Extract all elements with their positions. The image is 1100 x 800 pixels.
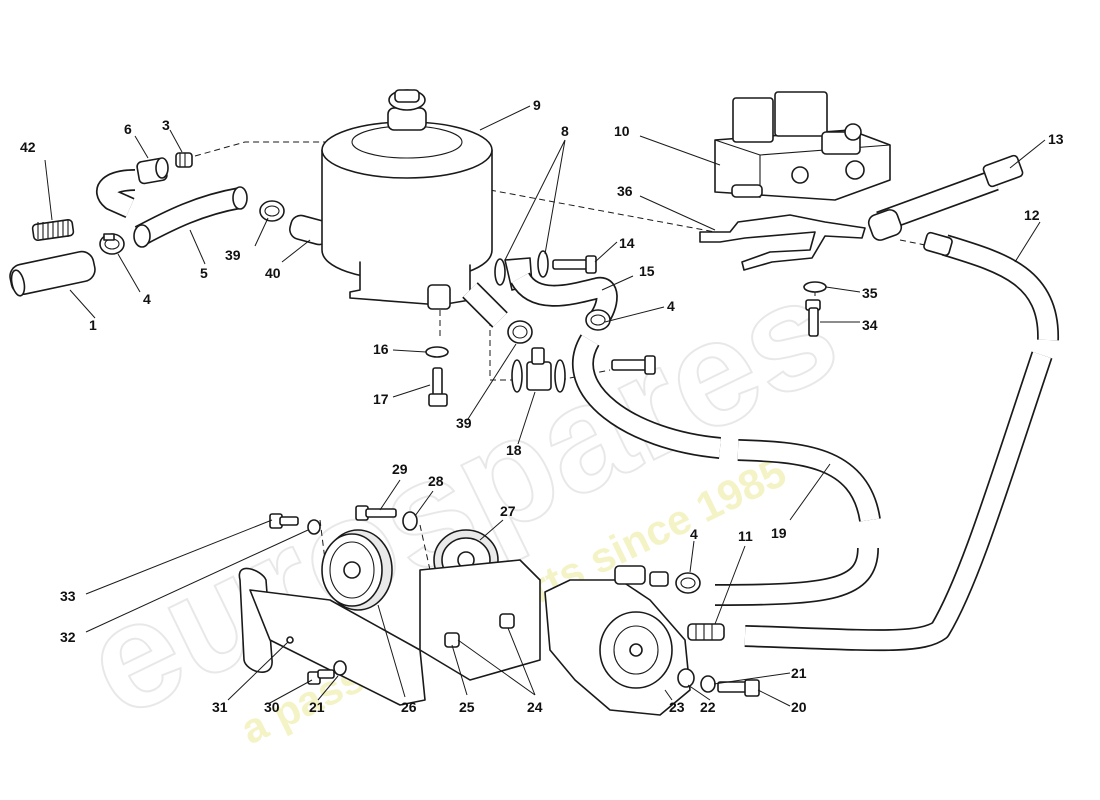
callout-17: 17	[373, 391, 389, 407]
callout-11: 11	[738, 528, 753, 544]
callout-19: 19	[771, 525, 787, 541]
callout-5: 5	[200, 265, 208, 281]
part-12-pressure-hose	[744, 231, 1060, 652]
part-22-seal	[677, 668, 695, 688]
part-4-hose-clamp-lower	[675, 572, 701, 594]
callout-13: 13	[1048, 131, 1064, 147]
callout-6: 6	[124, 121, 132, 137]
part-14-bolt	[552, 255, 597, 274]
part-20-banjo-bolt	[717, 679, 760, 697]
part-5-bent-hose	[96, 169, 248, 248]
part-9-oil-reservoir	[321, 89, 493, 310]
callout-labels: 42 6 3 9 8 10 13 36 12 14 15 39 40 5 4 1…	[20, 97, 1064, 715]
callout-33: 33	[60, 588, 76, 604]
callout-22: 22	[700, 699, 716, 715]
callout-36: 36	[617, 183, 633, 199]
part-4-hose-clamp-left	[99, 233, 125, 255]
callout-31: 31	[212, 699, 228, 715]
part-4-hose-clamp-middle	[585, 309, 611, 331]
callout-39-upper: 39	[225, 247, 241, 263]
callout-4-middle: 4	[667, 298, 675, 314]
callout-16: 16	[373, 341, 389, 357]
part-3-nipple	[175, 152, 193, 168]
callout-35: 35	[862, 285, 878, 301]
leader-lines	[44, 105, 1046, 707]
callout-1: 1	[89, 317, 97, 333]
callout-26: 26	[401, 699, 417, 715]
watermark: eurospares a passion for parts since 198…	[59, 242, 862, 753]
part-23-power-steering-pump	[544, 565, 691, 716]
callout-39-lower: 39	[456, 415, 472, 431]
part-39-hose-clamp-lower	[507, 320, 533, 344]
part-31-mounting-bracket	[238, 559, 541, 706]
reservoir-outlet-hose	[462, 282, 508, 328]
callout-25: 25	[459, 699, 475, 715]
callout-29: 29	[392, 461, 408, 477]
callout-34: 34	[862, 317, 878, 333]
callout-15: 15	[639, 263, 655, 279]
callout-9: 9	[533, 97, 541, 113]
callout-12: 12	[1024, 207, 1040, 223]
part-25-dowel	[444, 632, 460, 648]
part-36-bracket	[699, 214, 866, 271]
callout-32: 32	[60, 629, 76, 645]
part-26-pulley	[321, 529, 393, 611]
part-39-hose-clamp-upper	[259, 200, 285, 222]
callout-18: 18	[506, 442, 522, 458]
callout-27: 27	[500, 503, 516, 519]
part-11-union-fitting	[687, 623, 725, 641]
callout-40: 40	[265, 265, 281, 281]
callout-3: 3	[162, 117, 170, 133]
callout-30: 30	[264, 699, 280, 715]
part-17-bolt	[428, 367, 448, 407]
part-19-return-hose	[572, 334, 881, 606]
part-21-washer-lower-right	[700, 675, 716, 693]
part-24-dowel	[499, 613, 515, 629]
callout-21-lower-left: 21	[309, 699, 325, 715]
part-32-washer	[307, 519, 321, 535]
part-18-banjo-fitting	[511, 347, 566, 393]
callout-28: 28	[428, 473, 444, 489]
part-16-washer	[425, 346, 449, 358]
part-15-hose	[510, 271, 618, 330]
callout-14: 14	[619, 235, 635, 251]
callout-20: 20	[791, 699, 807, 715]
callout-8: 8	[561, 123, 569, 139]
callout-23: 23	[669, 699, 685, 715]
callout-24: 24	[527, 699, 543, 715]
part-21-washer-lower-left	[333, 660, 347, 676]
part-35-washer	[803, 281, 827, 293]
callout-10: 10	[614, 123, 630, 139]
part-28-washer	[402, 511, 418, 531]
callout-21-lower-right: 21	[791, 665, 807, 681]
callout-42: 42	[20, 139, 36, 155]
banjo-bolt	[611, 355, 656, 375]
part-42-threaded-stud	[31, 219, 75, 241]
callout-4-left: 4	[143, 291, 151, 307]
callout-4-lower: 4	[690, 526, 698, 542]
part-34-bolt	[805, 299, 821, 337]
part-1-short-hose	[9, 250, 96, 297]
part-10-valve-block	[714, 91, 891, 201]
part-13-hose-fitting	[867, 154, 1024, 241]
part-6-sleeve	[136, 157, 169, 185]
